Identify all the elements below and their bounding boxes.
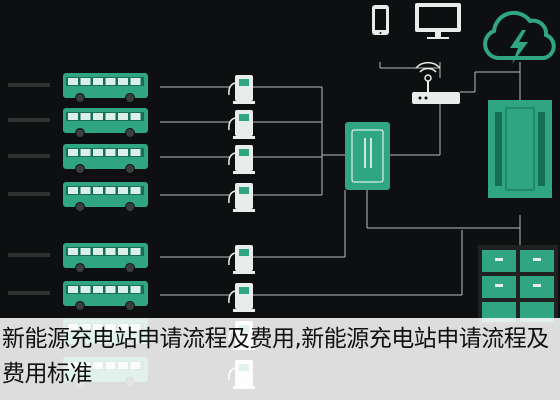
- ev-charger-icon: [228, 183, 255, 212]
- bus-label-mark: [8, 291, 50, 295]
- bus-label-mark: [8, 83, 50, 87]
- charging-cabinet-icon: [345, 122, 390, 190]
- ev-charger-icon: [228, 283, 255, 312]
- server-icon: [488, 100, 552, 198]
- ev-charger-icon: [228, 110, 255, 139]
- caption-text: 新能源充电站申请流程及费用,新能源充电站申请流程及费用标准: [2, 326, 549, 387]
- bus-icon: [8, 281, 148, 311]
- phone-icon: [372, 5, 389, 35]
- bus-label-mark: [8, 253, 50, 257]
- monitor-icon: [415, 3, 461, 39]
- bus-icon: [8, 182, 148, 212]
- ev-charger-icon: [228, 245, 255, 274]
- ev-charger-icon: [228, 145, 255, 174]
- cloud-lightning-icon: [483, 10, 556, 64]
- battery-rack-icon: [478, 245, 558, 325]
- bus-label-mark: [8, 118, 50, 122]
- caption-banner: [0, 318, 560, 400]
- bus-label-mark: [8, 154, 50, 158]
- connection-lines: [160, 62, 521, 296]
- ev-charger-icon: [228, 75, 255, 104]
- router-icon: [412, 61, 460, 104]
- bus-icon: [8, 144, 148, 174]
- bus-icon: [8, 243, 148, 273]
- bus-icon: [8, 108, 148, 138]
- bus-icon: [8, 73, 148, 103]
- bus-label-mark: [8, 192, 50, 196]
